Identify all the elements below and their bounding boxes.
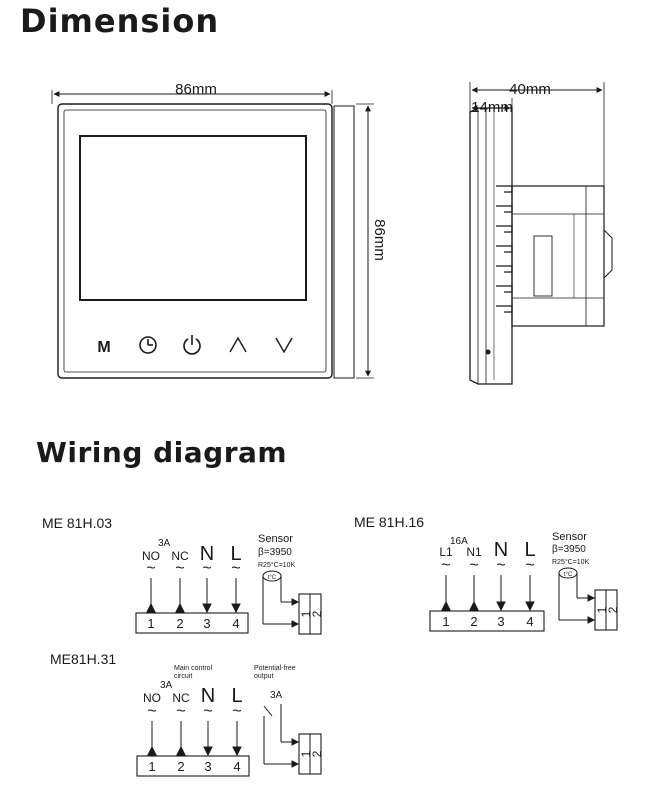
model-a-term-2: NC [171, 549, 189, 563]
wiring-heading: Wiring diagram [36, 436, 288, 469]
depth-total-label: 40mm [509, 81, 551, 98]
model-a-term-1: NO [142, 549, 160, 563]
model-b-sensor-symbol: t°C [564, 572, 573, 578]
model-b-sensor-beta: β=3950 [552, 544, 586, 555]
model-b-term-3: N [494, 539, 508, 561]
model-a-name: ME 81H.03 [42, 515, 112, 531]
model-c-pin-3: 3 [204, 759, 211, 774]
model-c-out-pin-2: 2 [310, 750, 324, 757]
model-c-out-pin-1: 1 [299, 750, 313, 757]
model-a-sensor-pin-1: 1 [299, 610, 313, 617]
front-width-label: 86mm [175, 81, 217, 98]
front-width-dimension [51, 90, 333, 104]
clock-icon[interactable] [139, 336, 157, 354]
model-c-tilde-4: ~ [232, 703, 241, 720]
wiring-me81h31: ME81H.31 Main control circuit Potential-… [50, 651, 324, 777]
model-c-name: ME81H.31 [50, 651, 116, 667]
depth-front-label: 14mm [471, 99, 513, 116]
model-b-name: ME 81H.16 [354, 514, 424, 530]
front-view [57, 103, 355, 379]
model-a-term-4: L [230, 543, 241, 565]
model-a-tilde-3: ~ [202, 560, 211, 577]
model-b-pin-4: 4 [526, 614, 533, 629]
model-b-sensor-pin-2: 2 [606, 606, 620, 613]
model-a-sensor-beta: β=3950 [258, 547, 292, 558]
depth-dimensions [469, 82, 605, 186]
down-arrow-icon[interactable] [275, 337, 293, 354]
model-a-term-3: N [200, 543, 214, 565]
display-screen [79, 135, 307, 301]
dimension-heading: Dimension [20, 2, 220, 40]
model-a-tilde-1: ~ [146, 560, 155, 577]
model-b-pin-3: 3 [497, 614, 504, 629]
model-b-tilde-3: ~ [496, 557, 505, 574]
model-b-term-2: N1 [466, 545, 482, 559]
model-b-tilde-4: ~ [525, 557, 534, 574]
model-b-pin-2: 2 [470, 614, 477, 629]
model-b-tilde-2: ~ [469, 557, 478, 574]
model-c-tilde-3: ~ [203, 703, 212, 720]
model-b-sensor-r: R25°C=10K [552, 558, 590, 566]
button-row: M [97, 335, 293, 356]
model-c-pin-4: 4 [233, 759, 240, 774]
model-c-term-3: N [201, 685, 215, 707]
wiring-me81h03: ME 81H.03 3A NO NC N L ~ ~ ~ ~ 1 2 3 4 S… [42, 515, 324, 635]
model-c-term-1: NO [143, 691, 161, 705]
model-c-potential-2: output [254, 673, 274, 680]
up-arrow-icon[interactable] [229, 336, 247, 353]
model-a-current: 3A [158, 538, 171, 549]
model-c-tilde-2: ~ [176, 703, 185, 720]
model-b-current: 16A [450, 536, 468, 547]
model-b-tilde-1: ~ [441, 557, 450, 574]
model-b-term-1: L1 [439, 545, 453, 559]
model-a-tilde-4: ~ [231, 560, 240, 577]
model-a-tilde-2: ~ [175, 560, 184, 577]
model-a-pin-2: 2 [176, 616, 183, 631]
model-b-term-4: L [524, 539, 535, 561]
model-a-sensor-pin-2: 2 [310, 610, 324, 617]
wiring-me81h16: ME 81H.16 16A L1 N1 N L ~ ~ ~ ~ 1 2 3 4 … [354, 514, 620, 632]
model-c-pin-2: 2 [177, 759, 184, 774]
model-b-sensor-title: Sensor [552, 531, 587, 543]
power-icon[interactable] [183, 335, 201, 355]
model-c-term-2: NC [172, 691, 190, 705]
model-b-sensor-pin-1: 1 [595, 606, 609, 613]
model-a-pin-4: 4 [232, 616, 239, 631]
model-c-pin-1: 1 [148, 759, 155, 774]
model-c-tilde-1: ~ [147, 703, 156, 720]
model-b-pin-1: 1 [442, 614, 449, 629]
side-view [469, 107, 613, 385]
model-c-relay-current: 3A [270, 690, 283, 701]
model-c-potential-1: Potential-free [254, 665, 296, 672]
model-c-current: 3A [160, 680, 173, 691]
model-a-sensor-title: Sensor [258, 533, 293, 545]
model-a-pin-1: 1 [147, 616, 154, 631]
mode-button[interactable]: M [97, 339, 110, 356]
model-a-pin-3: 3 [203, 616, 210, 631]
model-c-term-4: L [231, 685, 242, 707]
front-height-label: 86mm [371, 219, 388, 261]
model-c-main-control-1: Main control [174, 665, 213, 672]
model-a-sensor-r: R25°C=10K [258, 561, 296, 569]
model-a-sensor-symbol: t°C [268, 575, 277, 581]
front-height-dimension [356, 103, 374, 379]
model-c-main-control-2: circuit [174, 673, 192, 680]
